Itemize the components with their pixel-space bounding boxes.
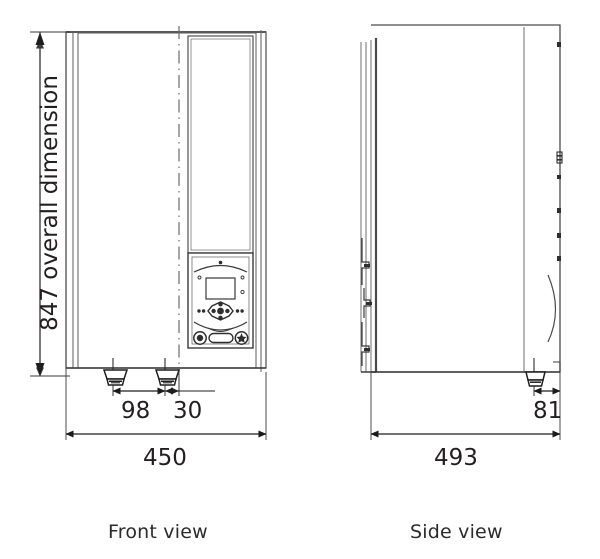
panel-indicator-led	[218, 260, 223, 265]
panel-side-buttons[interactable]	[197, 309, 244, 313]
panel-screw-icon	[197, 275, 202, 280]
panel-keypad-cluster[interactable]	[207, 301, 234, 321]
panel-knob-center	[196, 334, 204, 342]
side-left-panels	[360, 40, 372, 372]
panel-display	[205, 277, 236, 300]
side-mounting-tabs	[556, 42, 563, 261]
dim-label-493: 493	[434, 445, 478, 471]
side-hinge-blocks	[364, 264, 372, 351]
caption-side-view: Side view	[410, 521, 503, 543]
panel-screw-icon	[240, 289, 245, 295]
dim-847-arrow-top	[35, 32, 45, 45]
front-door-panel	[187, 35, 254, 254]
side-body-outline	[371, 24, 561, 373]
front-left-panel-strip	[72, 33, 79, 368]
front-connector-right	[154, 358, 181, 386]
side-base-bracket	[553, 361, 561, 372]
panel-star-icon[interactable]	[234, 331, 249, 345]
dim-label-450: 450	[143, 445, 187, 471]
front-door-inner-line	[190, 38, 251, 251]
caption-front-view: Front view	[108, 521, 208, 543]
panel-screw-icon	[240, 275, 245, 280]
dim-label-30: 30	[173, 398, 203, 424]
dim-label-overall-height: 847 overall dimension	[37, 75, 63, 331]
control-panel-bezel	[191, 256, 250, 345]
side-door-curve	[547, 274, 557, 343]
front-dimension-lines	[30, 31, 267, 440]
front-right-edge-lines	[255, 30, 267, 372]
panel-slot-button[interactable]	[208, 332, 234, 344]
panel-bottom-arc	[193, 321, 248, 331]
front-connector-left	[102, 358, 129, 386]
side-connector	[525, 358, 546, 387]
dim-label-98: 98	[121, 398, 151, 424]
control-panel[interactable]	[187, 252, 254, 349]
side-dimension-lines	[370, 372, 561, 440]
side-view-group	[360, 24, 563, 387]
front-view-group	[65, 26, 267, 386]
panel-top-arc	[193, 264, 248, 273]
dim-label-81: 81	[533, 398, 563, 424]
dim-847-arrow-bottom	[35, 363, 45, 376]
panel-bottom-arc-inner	[207, 327, 234, 332]
dim-30-arrow-right	[171, 387, 179, 395]
